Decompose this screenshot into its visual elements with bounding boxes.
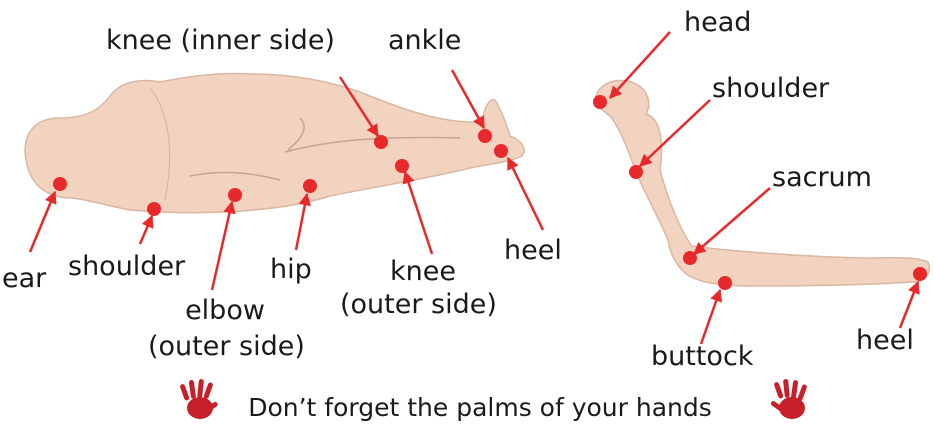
marker-shoulder-right bbox=[629, 165, 643, 179]
label-knee-outer-line2: (outer side) bbox=[340, 290, 497, 320]
label-buttock: buttock bbox=[651, 342, 753, 372]
label-heel-left: heel bbox=[504, 236, 562, 266]
marker-heel-right bbox=[913, 267, 927, 281]
label-sacrum: sacrum bbox=[772, 163, 872, 193]
marker-elbow bbox=[228, 188, 242, 202]
marker-head bbox=[593, 95, 607, 109]
marker-heel-left bbox=[494, 144, 508, 158]
label-elbow-line2: (outer side) bbox=[148, 332, 305, 362]
marker-knee-inner bbox=[374, 135, 388, 149]
hand-icon-right bbox=[770, 379, 808, 419]
marker-knee-outer bbox=[395, 159, 409, 173]
palms-reminder-caption: Don’t forget the palms of your hands bbox=[200, 393, 760, 422]
label-heel-right: heel bbox=[856, 326, 914, 356]
marker-shoulder-left bbox=[147, 202, 161, 216]
label-knee-inner: knee (inner side) bbox=[106, 26, 335, 56]
marker-buttock bbox=[718, 276, 732, 290]
label-elbow-line1: elbow bbox=[180, 296, 270, 326]
label-knee-outer-line1: knee bbox=[378, 257, 468, 287]
label-ear: ear bbox=[2, 264, 46, 294]
reclined-body-outline bbox=[596, 80, 930, 286]
supine-body-figure bbox=[25, 73, 524, 212]
supine-body-outline bbox=[25, 73, 524, 212]
reclined-body-figure bbox=[596, 80, 930, 286]
label-hip: hip bbox=[270, 255, 312, 285]
marker-hip bbox=[303, 179, 317, 193]
marker-ear bbox=[53, 177, 67, 191]
label-ankle: ankle bbox=[388, 26, 461, 56]
marker-sacrum bbox=[683, 251, 697, 265]
label-shoulder-right: shoulder bbox=[712, 74, 829, 104]
label-head: head bbox=[684, 8, 751, 38]
label-shoulder-left: shoulder bbox=[68, 252, 185, 282]
marker-ankle bbox=[478, 129, 492, 143]
